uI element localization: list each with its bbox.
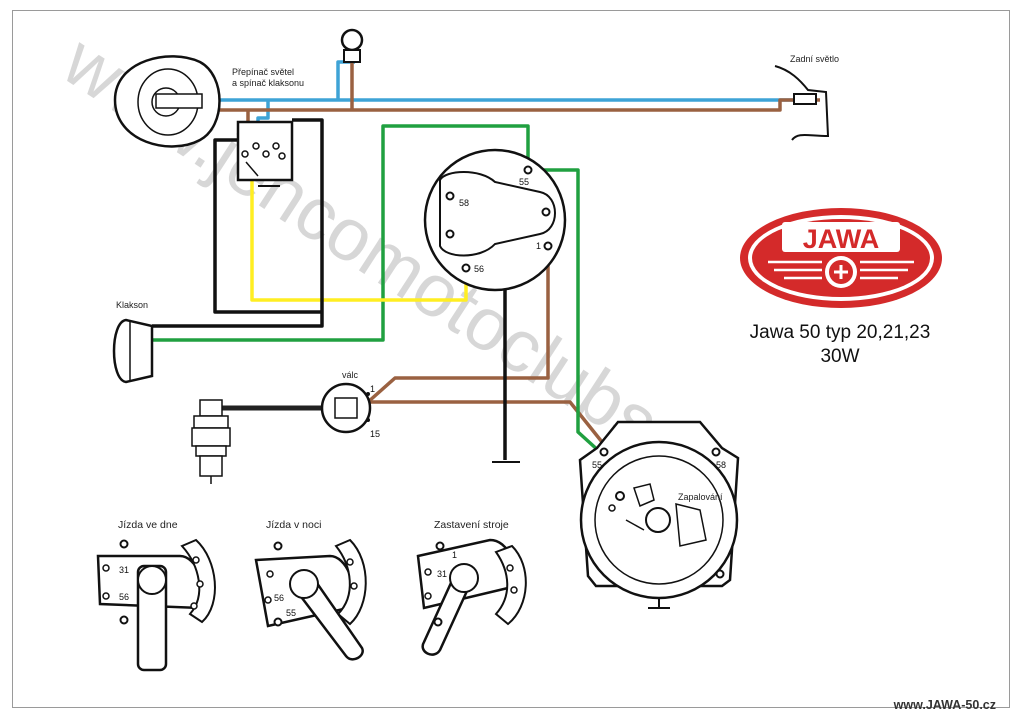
regulator-term-55: 55 <box>519 177 529 187</box>
ignition-coil <box>320 382 372 434</box>
light-switch-box <box>236 120 294 182</box>
wire-brown-cyl1 <box>366 246 550 404</box>
rear-light-label: Zadní světlo <box>790 54 839 64</box>
switch-day-term-56: 56 <box>119 592 129 602</box>
headlight <box>113 55 221 148</box>
switch-position-night <box>254 538 367 661</box>
ignition-label: Zapalování <box>678 492 723 502</box>
regulator-plate <box>423 148 567 292</box>
jawa-logo: JAWA <box>740 208 942 308</box>
switch-stop-term-31: 31 <box>437 569 447 579</box>
switch-box-label-1: Přepínač světel <box>232 67 294 77</box>
regulator-term-58: 58 <box>459 198 469 208</box>
site-url: www.JAWA-50.cz <box>893 698 996 712</box>
cylinder-term-1: 1 <box>370 384 375 394</box>
rear-light <box>774 65 830 141</box>
switch-stop-term-1: 1 <box>452 550 457 560</box>
horn <box>112 318 154 384</box>
wire-brown-cyl2 <box>368 400 612 454</box>
switch-day-term-31: 31 <box>119 565 129 575</box>
switch-night-title: Jízda v noci <box>266 519 321 531</box>
wire-black-switch2 <box>213 138 322 314</box>
switch-day-title: Jízda ve dne <box>118 519 178 531</box>
model-title: Jawa 50 typ 20,21,23 <box>749 322 931 343</box>
bulb-symbol <box>340 28 364 63</box>
regulator-term-56: 56 <box>474 264 484 274</box>
magneto-term-58: 58 <box>716 460 726 470</box>
horn-label: Klakson <box>116 300 148 310</box>
wire-green-horn <box>152 124 530 342</box>
cylinder-label: válc <box>342 370 359 380</box>
switch-position-stop <box>416 538 527 656</box>
switch-position-day <box>96 538 216 672</box>
jawa-logo-text: JAWA <box>803 224 880 254</box>
regulator-term-1: 1 <box>536 241 541 251</box>
switch-box-label-2: a spínač klaksonu <box>232 78 304 88</box>
switch-night-term-55: 55 <box>286 608 296 618</box>
magneto-term-55: 55 <box>592 460 602 470</box>
magneto <box>578 420 740 600</box>
switch-night-term-56: 56 <box>274 593 284 603</box>
diagram-frame <box>12 10 1010 708</box>
wires <box>152 60 820 576</box>
cylinder-term-15: 15 <box>370 429 380 439</box>
wire-black-switch <box>152 118 324 328</box>
wire-green-mag <box>530 168 602 454</box>
spark-plug <box>191 399 231 484</box>
model-power: 30W <box>820 346 860 367</box>
switch-stop-title: Zastavení stroje <box>434 519 509 531</box>
